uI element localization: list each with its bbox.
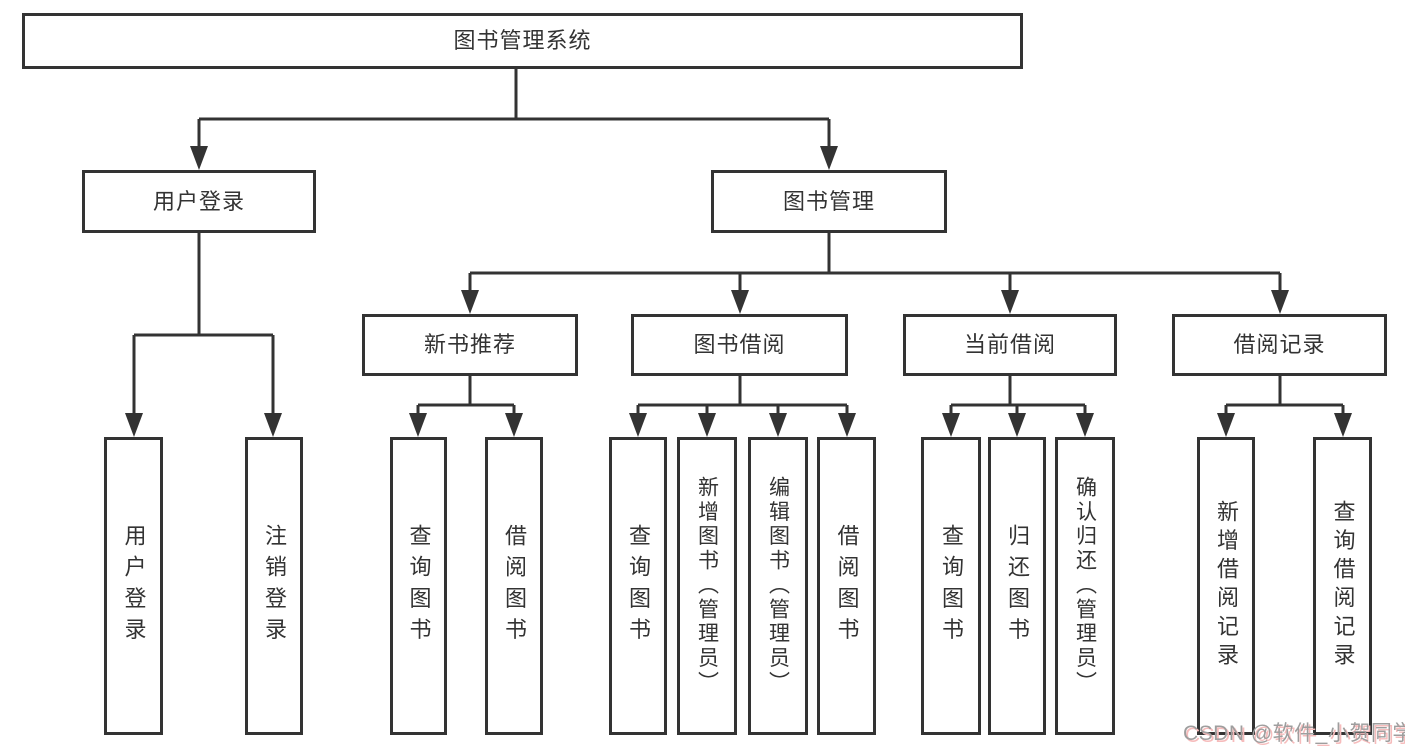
node-user-login: 用户登录	[82, 170, 316, 233]
arrowhead	[629, 413, 647, 437]
leaf-return-book: 归还图书	[988, 437, 1046, 735]
arrowhead	[190, 146, 208, 170]
leaf-confirm-return-admin: 确认归还（管理员）	[1055, 437, 1115, 735]
arrowhead	[769, 413, 787, 437]
node-new-book-recommend: 新书推荐	[362, 314, 578, 376]
arrowhead	[1076, 413, 1094, 437]
leaf-query-books-current: 查询图书	[921, 437, 981, 735]
leaf-query-borrow-record: 查询借阅记录	[1313, 437, 1372, 735]
arrowhead	[820, 146, 838, 170]
leaf-query-books-borrow: 查询图书	[609, 437, 667, 735]
node-book-borrow: 图书借阅	[631, 314, 848, 376]
arrowheads	[125, 146, 1352, 437]
leaf-query-books-recommend: 查询图书	[390, 437, 447, 735]
leaf-add-book-admin: 新增图书（管理员）	[677, 437, 737, 735]
arrowhead	[698, 413, 716, 437]
arrowhead	[1217, 413, 1235, 437]
leaf-user-login: 用户登录	[104, 437, 163, 735]
node-book-management: 图书管理	[711, 170, 947, 233]
arrowhead	[1334, 413, 1352, 437]
arrowhead	[125, 413, 143, 437]
leaf-edit-book-admin: 编辑图书（管理员）	[748, 437, 808, 735]
watermark: CSDN @软件_小贺同学	[1183, 722, 1405, 745]
leaf-logout: 注销登录	[245, 437, 303, 735]
node-borrow-records: 借阅记录	[1172, 314, 1387, 376]
leaf-borrow-books-recommend: 借阅图书	[485, 437, 543, 735]
arrowhead	[1008, 413, 1026, 437]
node-root: 图书管理系统	[22, 13, 1023, 69]
leaf-add-borrow-record: 新增借阅记录	[1197, 437, 1255, 735]
node-current-borrow: 当前借阅	[903, 314, 1117, 376]
arrowhead	[731, 290, 749, 314]
leaf-borrow-books: 借阅图书	[817, 437, 876, 735]
arrowhead	[461, 290, 479, 314]
arrowhead	[1271, 290, 1289, 314]
arrowhead	[409, 413, 427, 437]
arrowhead	[838, 413, 856, 437]
arrowhead	[942, 413, 960, 437]
arrowhead	[505, 413, 523, 437]
arrowhead	[1001, 290, 1019, 314]
arrowhead	[264, 413, 282, 437]
